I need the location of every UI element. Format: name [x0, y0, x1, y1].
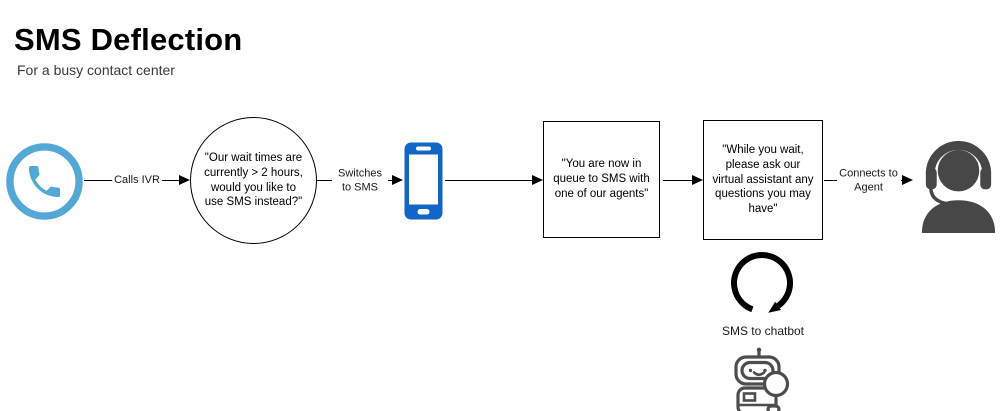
page-subtitle: For a busy contact center: [17, 62, 175, 78]
arrowhead-icon: [532, 175, 543, 185]
arrow-line: [445, 180, 534, 181]
arrow-label: Calls IVR: [112, 174, 162, 188]
arrow-label: Connects to Agent: [836, 167, 901, 195]
arrowhead-icon: [392, 175, 403, 185]
arrow-line: [663, 180, 694, 181]
queue-message-box: "You are now in queue to SMS with one of…: [543, 121, 660, 238]
arrowhead-icon: [692, 175, 703, 185]
loop-arrow-icon: [731, 252, 793, 313]
chatbot-robot-icon: [734, 347, 790, 411]
phone-circle-icon: [6, 143, 83, 220]
wait-message-text: "While you wait, please ask our virtual …: [712, 143, 814, 216]
queue-message-text: "You are now in queue to SMS with one of…: [553, 158, 650, 200]
arrowhead-icon: [902, 175, 913, 185]
agent-headset-icon: [921, 141, 996, 233]
arrowhead-icon: [179, 175, 190, 185]
wait-message-box: "While you wait, please ask our virtual …: [703, 120, 823, 240]
ivr-prompt-circle: "Our wait times are currently > 2 hours,…: [190, 117, 317, 244]
page-title: SMS Deflection: [14, 22, 243, 57]
mobile-phone-icon: [404, 142, 443, 220]
loop-label: SMS to chatbot: [721, 324, 805, 338]
arrow-label: Switches to SMS: [332, 167, 388, 195]
ivr-prompt-text: "Our wait times are currently > 2 hours,…: [204, 151, 303, 209]
